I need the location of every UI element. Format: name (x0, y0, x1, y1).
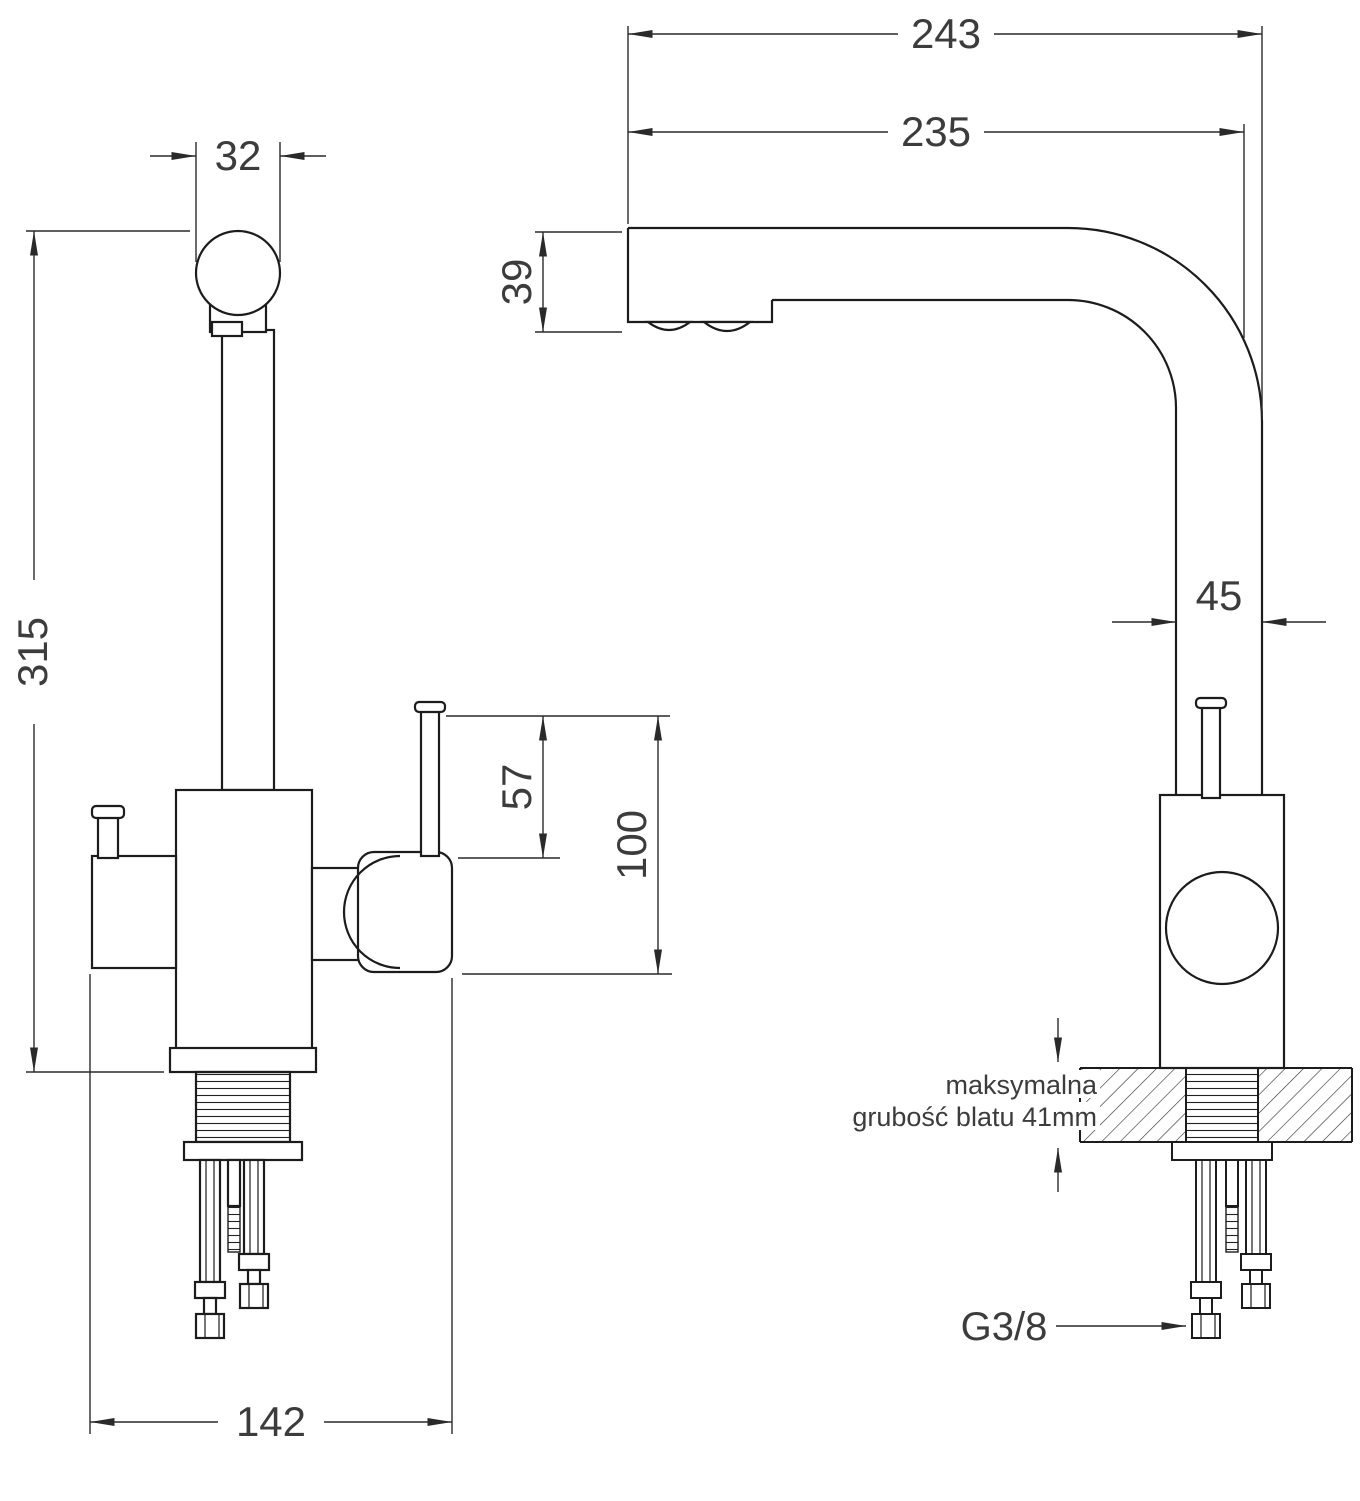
side-hose-right (1240, 1159, 1272, 1309)
side-curve-inner (1067, 298, 1178, 409)
front-view-drawing (90, 229, 454, 1340)
note-backing-2 (856, 1102, 1100, 1130)
side-aerator-bump-2 (700, 320, 754, 333)
front-mounting-stud (226, 1158, 242, 1253)
front-base-flange (168, 1046, 318, 1074)
front-hose-right (237, 1158, 271, 1310)
dim-45-label: 45 (1196, 572, 1243, 619)
side-view-drawing (626, 226, 1286, 1070)
front-left-lever-cap (90, 804, 126, 820)
worktop-note-line2: grubość blatu 41mm (852, 1102, 1097, 1132)
front-handle-body (356, 850, 454, 974)
side-handle-circle (1164, 870, 1280, 986)
dim-243-lines (627, 26, 1263, 420)
dim-39-label: 39 (493, 259, 540, 306)
countertop (1079, 1067, 1353, 1339)
countertop-hatch-right (1258, 1068, 1352, 1142)
front-washer (182, 1140, 304, 1162)
side-threaded-stem (1185, 1067, 1259, 1143)
front-body (174, 788, 314, 1054)
side-lever (1200, 704, 1222, 800)
worktop-note-line1: maksymalna (945, 1070, 1098, 1100)
dim-57-lines (446, 715, 670, 859)
side-aerator-bump-1 (644, 320, 694, 332)
side-spout-head (626, 228, 774, 324)
front-aerator-step (210, 320, 244, 338)
front-left-outlet (90, 854, 178, 970)
dimension-labels: 243 235 32 39 315 45 57 100 142 G3/8 mak… (9, 10, 1242, 1445)
front-threaded-stem (194, 1070, 292, 1144)
dim-235-lines (628, 124, 1245, 338)
dim-100-label: 100 (608, 810, 655, 880)
side-mounting-stud (1225, 1159, 1239, 1253)
front-handle-lever-cap (413, 700, 447, 714)
side-hose-left (1190, 1159, 1222, 1339)
dim-142-lines (89, 974, 453, 1434)
dim-315-lines (26, 230, 190, 1073)
dim-32-lines (150, 142, 326, 262)
dim-100-lines (462, 716, 672, 975)
front-handle-lever (419, 708, 441, 858)
dimension-lines (26, 26, 1326, 1434)
dim-243-label: 243 (911, 10, 981, 57)
side-washer (1171, 1141, 1273, 1161)
dim-315-label: 315 (9, 617, 56, 687)
dim-142-label: 142 (236, 1398, 306, 1445)
dim-32-label: 32 (215, 132, 262, 179)
side-curve-outer (1067, 226, 1264, 423)
side-lever-cap (1194, 696, 1228, 710)
front-left-lever-stem (96, 812, 120, 860)
dim-39-lines (535, 231, 622, 333)
dim-235-label: 235 (901, 108, 971, 155)
front-handle-joint-arc (342, 854, 401, 970)
dim-57-label: 57 (493, 764, 540, 811)
thread-size-label: G3/8 (961, 1305, 1048, 1349)
front-riser-pipe (220, 328, 276, 792)
front-spout-cap-circle (194, 229, 282, 317)
note-backing-1 (950, 1070, 1100, 1098)
front-hose-left (193, 1158, 227, 1340)
